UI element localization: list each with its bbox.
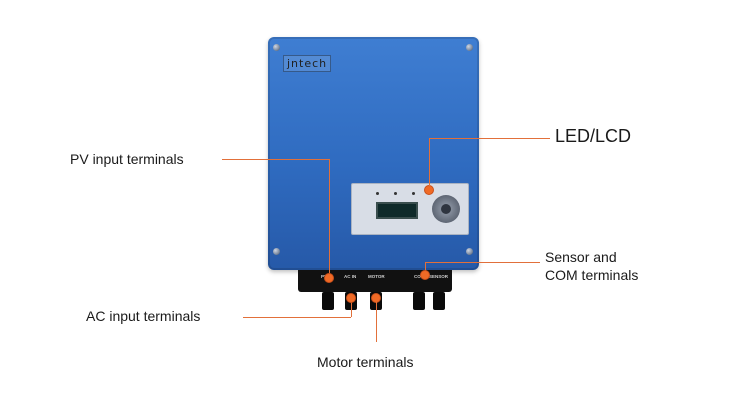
callout-dot-ac — [346, 293, 356, 303]
callout-ac-input: AC input terminals — [86, 308, 201, 324]
status-led-3 — [412, 192, 415, 195]
solar-pump-inverter: jntech — [268, 37, 479, 270]
terminal-label-sensor: SENSOR — [429, 274, 449, 279]
lcd-display — [376, 202, 418, 219]
callout-line-led-lcd-v — [429, 138, 430, 186]
callout-line-pv-h — [222, 159, 329, 160]
control-panel — [351, 183, 469, 235]
terminal-label-com: COM — [414, 274, 425, 279]
callout-led-lcd: LED/LCD — [555, 126, 632, 146]
callout-dot-pv — [324, 273, 334, 283]
keypad — [432, 195, 460, 223]
callout-motor: Motor terminals — [317, 354, 414, 370]
cable-gland-4 — [413, 292, 425, 310]
status-led-2 — [394, 192, 397, 195]
callout-line-pv-v — [329, 159, 330, 275]
cable-gland-1 — [322, 292, 334, 310]
cable-gland-5 — [433, 292, 445, 310]
callout-line-ac-v — [351, 300, 352, 317]
callout-dot-sensor — [420, 270, 430, 280]
status-led-1 — [376, 192, 379, 195]
callout-sensor-com-line2: COM terminals — [545, 267, 639, 283]
callout-line-sensor-h — [425, 262, 540, 263]
terminal-label-motor: MOTOR — [368, 274, 385, 279]
callout-line-ac-h — [243, 317, 351, 318]
keypad-center-button — [441, 204, 451, 214]
screw-bottom-right — [466, 248, 473, 255]
terminal-label-ac-in: AC IN — [344, 274, 357, 279]
callout-dot-led-lcd — [424, 185, 434, 195]
callout-sensor-com-line1: Sensor and — [545, 249, 617, 265]
screw-bottom-left — [273, 248, 280, 255]
callout-line-led-lcd-h — [429, 138, 550, 139]
brand-logo: jntech — [283, 55, 332, 72]
screw-top-left — [273, 44, 280, 51]
callout-line-sensor-v — [425, 262, 426, 272]
callout-pv-input: PV input terminals — [70, 151, 184, 167]
screw-top-right — [466, 44, 473, 51]
callout-line-motor-v — [376, 302, 377, 342]
